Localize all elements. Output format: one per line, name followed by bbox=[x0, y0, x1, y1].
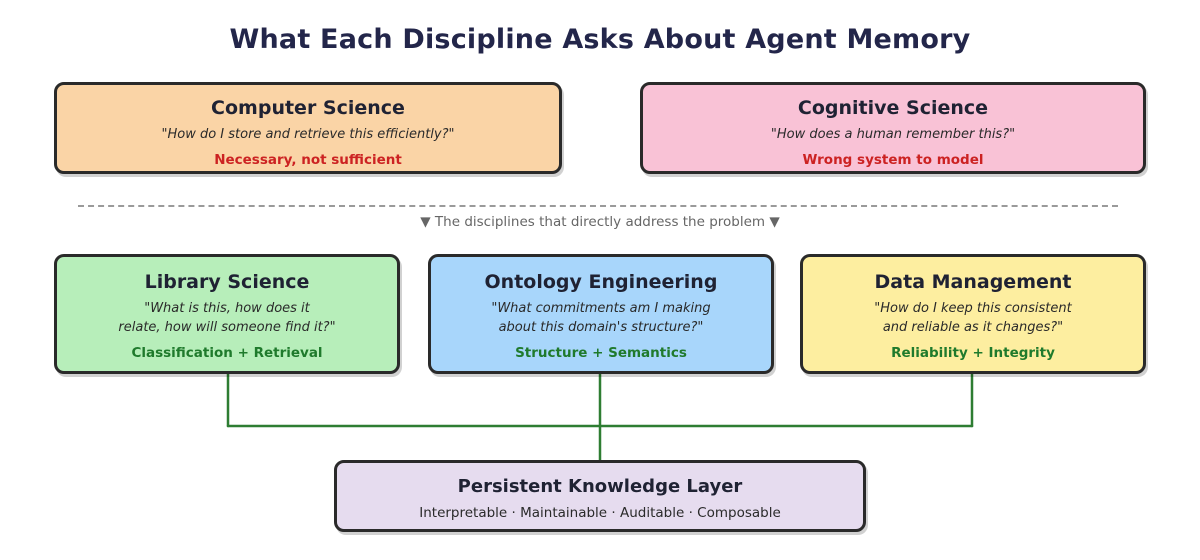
library-science-title: Library Science bbox=[144, 271, 310, 293]
computer-science-title: Computer Science bbox=[211, 97, 405, 119]
ontology-engineering-question: "What commitments am I making about this… bbox=[431, 299, 771, 337]
divider-label: ▼ The disciplines that directly address … bbox=[420, 214, 780, 230]
ontology-engineering-question-line1: "What commitments am I making bbox=[491, 301, 711, 316]
library-science-question-line1: "What is this, how does it bbox=[144, 301, 310, 316]
data-management-title: Data Management bbox=[874, 271, 1072, 293]
diagram-title: What Each Discipline Asks About Agent Me… bbox=[229, 24, 971, 55]
computer-science-question: "How do I store and retrieve this effici… bbox=[161, 127, 455, 142]
ontology-engineering-box: Ontology Engineering "What commitments a… bbox=[428, 254, 774, 374]
data-management-question-line2: and reliable as it changes?" bbox=[882, 320, 1064, 335]
data-management-question: "How do I keep this consistent and relia… bbox=[803, 299, 1143, 337]
ontology-engineering-title: Ontology Engineering bbox=[484, 271, 718, 293]
library-science-question: "What is this, how does it relate, how w… bbox=[57, 299, 397, 337]
computer-science-box: Computer Science "How do I store and ret… bbox=[54, 82, 562, 174]
computer-science-verdict: Necessary, not sufficient bbox=[214, 152, 402, 168]
cognitive-science-title: Cognitive Science bbox=[797, 97, 989, 119]
persistent-knowledge-layer-box: Persistent Knowledge Layer Interpretable… bbox=[334, 460, 866, 532]
library-science-question-line2: relate, how will someone find it?" bbox=[118, 320, 336, 335]
library-science-box: Library Science "What is this, how does … bbox=[54, 254, 400, 374]
cognitive-science-verdict: Wrong system to model bbox=[802, 152, 984, 168]
library-science-verdict: Classification + Retrieval bbox=[131, 345, 323, 361]
data-management-question-line1: "How do I keep this consistent bbox=[874, 301, 1072, 316]
section-divider bbox=[78, 205, 1118, 207]
cognitive-science-box: Cognitive Science "How does a human reme… bbox=[640, 82, 1146, 174]
ontology-engineering-verdict: Structure + Semantics bbox=[515, 345, 687, 361]
cognitive-science-question: "How does a human remember this?" bbox=[770, 127, 1016, 142]
persistent-knowledge-layer-subtitle: Interpretable · Maintainable · Auditable… bbox=[419, 505, 781, 521]
data-management-verdict: Reliability + Integrity bbox=[891, 345, 1055, 361]
ontology-engineering-question-line2: about this domain's structure?" bbox=[498, 320, 704, 335]
persistent-knowledge-layer-title: Persistent Knowledge Layer bbox=[457, 476, 743, 497]
data-management-box: Data Management "How do I keep this cons… bbox=[800, 254, 1146, 374]
